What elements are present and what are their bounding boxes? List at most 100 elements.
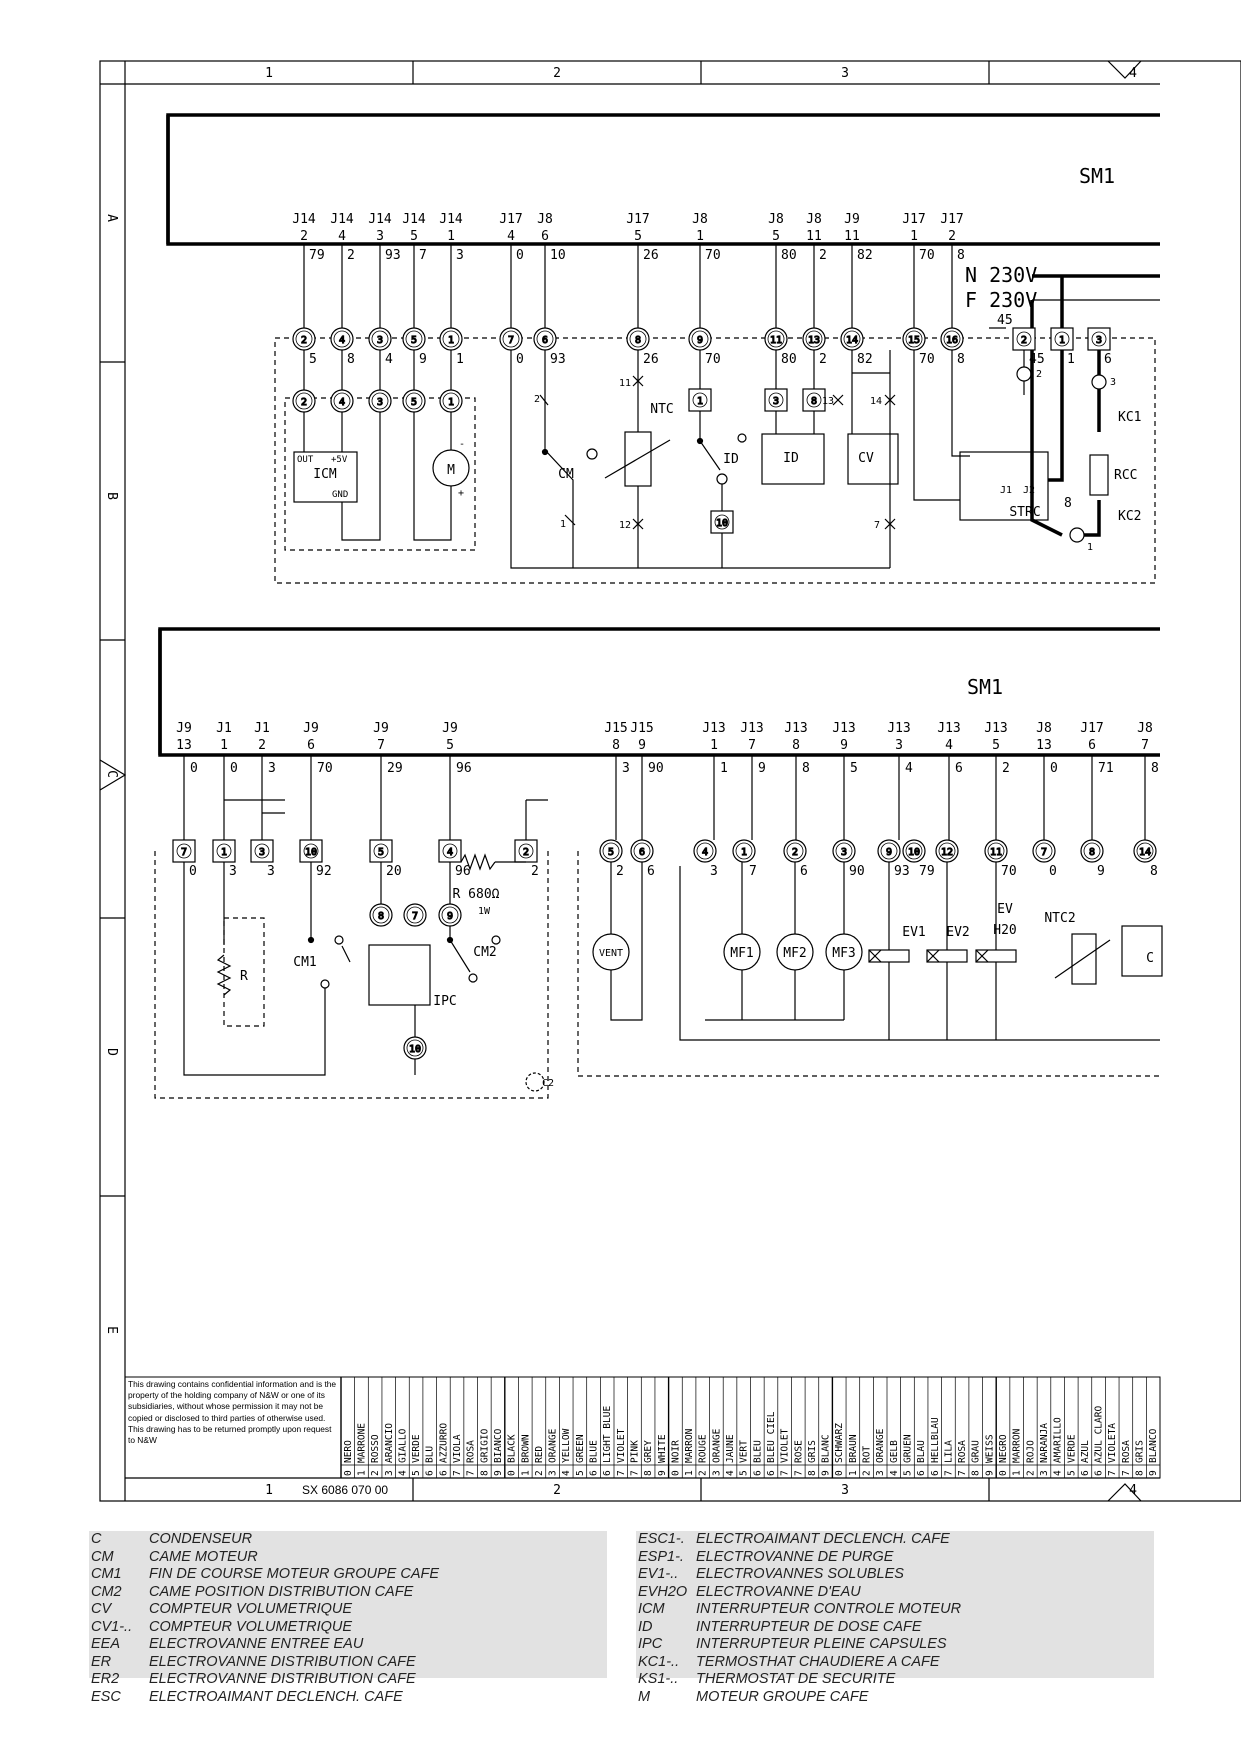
terminal-label: 1 <box>221 847 227 858</box>
pin-number: 2 <box>258 738 266 753</box>
color-index: 3 <box>384 1470 395 1476</box>
ev2-label: EV2 <box>946 925 969 940</box>
color-index: 7 <box>616 1470 627 1476</box>
pin-number: 11 <box>844 229 860 244</box>
terminal-ring <box>629 330 647 348</box>
pin-connector: J8 <box>768 212 784 227</box>
evh20-label: EV <box>997 902 1013 917</box>
vent-label: VENT <box>599 948 623 959</box>
wire <box>539 394 549 406</box>
terminal-ring <box>254 843 270 859</box>
wire-number: 9 <box>419 352 427 367</box>
ntc-12: 12 <box>619 520 631 531</box>
pin-connector: J17 <box>499 212 522 227</box>
terminal-label: 10 <box>908 847 920 858</box>
wire-number: 2 <box>819 248 827 263</box>
wire <box>926 949 940 963</box>
color-name: GELB <box>889 1440 900 1463</box>
wire-number: 20 <box>386 864 402 879</box>
wire-number: 26 <box>643 248 659 263</box>
cm1-contact <box>334 935 344 945</box>
color-name: GRIGIO <box>479 1428 490 1463</box>
terminal-ring <box>442 330 460 348</box>
wire <box>1054 939 1111 979</box>
legend-code: ESP1-. <box>638 1548 684 1565</box>
color-index: 6 <box>752 1470 763 1476</box>
wire-number: 9 <box>758 761 766 776</box>
terminal-label: 2 <box>301 335 307 346</box>
pin-connector: J17 <box>940 212 963 227</box>
color-index: 5 <box>411 1470 422 1476</box>
legend-row: CV1-..COMPTEUR VOLUMETRIQUE <box>89 1619 607 1637</box>
wire-number: 70 <box>1001 864 1017 879</box>
legend-description: THERMOSTAT DE SECURITE <box>696 1671 896 1687</box>
color-index: 5 <box>575 1470 586 1476</box>
legend-code: EV1-.. <box>638 1566 679 1582</box>
label-13: 13 <box>822 396 834 407</box>
color-index: 0 <box>507 1470 518 1476</box>
label-7: 7 <box>874 520 880 531</box>
terminal-label: 4 <box>339 335 345 346</box>
color-index: 6 <box>766 1470 777 1476</box>
terminal-ring <box>843 330 861 348</box>
color-index: 4 <box>889 1470 900 1476</box>
wire-45: 45 <box>997 313 1013 328</box>
color-name: YELLOW <box>561 1428 572 1463</box>
color-name: NERO <box>343 1440 354 1463</box>
legend-code: CM2 <box>91 1583 122 1600</box>
grid-column-label: 2 <box>553 66 561 81</box>
terminal-ring <box>518 843 534 859</box>
board-label-sm1-lower: SM1 <box>967 675 1003 699</box>
pin-number: 7 <box>748 738 756 753</box>
icm-out: OUT <box>297 455 314 465</box>
terminal-ring <box>405 330 423 348</box>
terminal-label: 11 <box>990 847 1002 858</box>
color-index: 9 <box>821 1470 832 1476</box>
terminal-ring <box>905 842 923 860</box>
terminal-label: 1 <box>448 397 454 408</box>
color-name: LILA <box>943 1440 954 1463</box>
cm-pin-2: 2 <box>534 394 540 405</box>
terminal-label: 5 <box>608 847 614 858</box>
wire-number: 4 <box>905 761 913 776</box>
terminal-3 <box>250 839 274 863</box>
color-index: 1 <box>520 1470 531 1476</box>
color-name: ORANGE <box>711 1428 722 1463</box>
color-index: 3 <box>875 1470 886 1476</box>
lamp-2: 2 <box>1036 369 1042 380</box>
color-name: VERDE <box>1066 1434 1077 1463</box>
terminal-label: 12 <box>941 847 953 858</box>
color-index: 0 <box>343 1470 354 1476</box>
wire-number: 8 <box>1150 864 1158 879</box>
color-name: BLEU CIEL <box>766 1411 777 1463</box>
terminal-label: 11 <box>770 335 782 346</box>
color-name: NARANJA <box>1039 1423 1050 1463</box>
terminal-ring <box>835 842 853 860</box>
wire-number: 93 <box>385 248 401 263</box>
wire <box>1030 300 1063 537</box>
lamp-3: 3 <box>1110 377 1116 388</box>
wire-number: 80 <box>781 352 797 367</box>
color-index: 1 <box>1012 1470 1023 1476</box>
terminal-label: 2 <box>1021 335 1027 346</box>
terminal-label: 8 <box>378 911 384 922</box>
color-index: 8 <box>643 1470 654 1476</box>
pin-connector: J13 <box>984 721 1007 736</box>
legend-row: ESC1-.ELECTROAIMANT DECLENCH. CAFE <box>636 1531 1154 1549</box>
terminal-label: 4 <box>702 847 708 858</box>
terminal-ring <box>405 392 423 410</box>
terminal-ring <box>633 842 651 860</box>
terminal-ring <box>303 843 319 859</box>
icm-gnd: GND <box>332 490 348 500</box>
pin-number: 2 <box>300 229 308 244</box>
pin-number: 11 <box>806 229 822 244</box>
color-index: 7 <box>1121 1470 1132 1476</box>
pin-connector: J9 <box>176 721 192 736</box>
wire-number: 3 <box>267 864 275 879</box>
terminal-label: 4 <box>447 847 453 858</box>
wire-number: 0 <box>230 761 238 776</box>
